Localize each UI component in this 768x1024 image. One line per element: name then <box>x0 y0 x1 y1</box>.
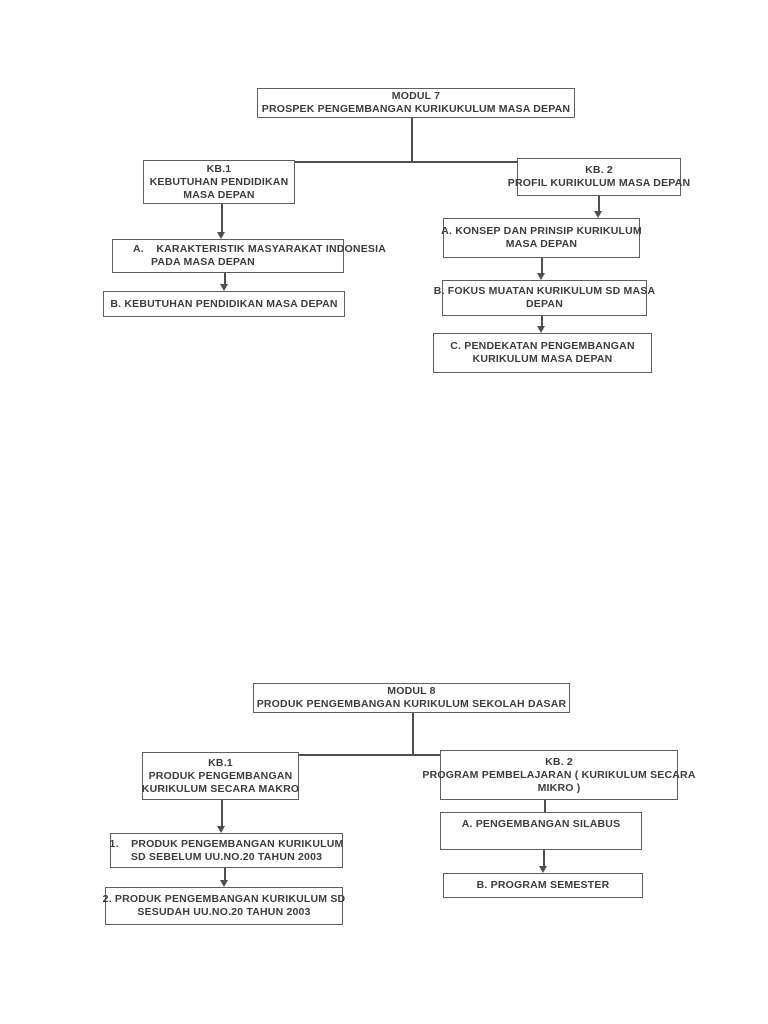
modul8-a-to-b-vline <box>543 850 545 866</box>
modul7-item-b-right-line1: B. FOKUS MUATAN KURIKULUM SD MASA <box>433 285 656 297</box>
modul7-title-connector-vline <box>411 118 413 162</box>
modul7-kb2-box: KB. 2 PROFIL KURIKULUM MASA DEPAN <box>508 158 690 196</box>
modul7-kb1-to-a-vline <box>221 204 223 232</box>
modul7-item-c-right-line2: KURIKULUM MASA DEPAN <box>472 353 613 365</box>
modul7-title-line2: PROSPEK PENGEMBANGAN KURIKUKULUM MASA DE… <box>261 103 571 115</box>
modul7-kb2-line2: PROFIL KURIKULUM MASA DEPAN <box>507 177 691 189</box>
modul7-item-b-right-line2: DEPAN <box>526 298 563 310</box>
modul7-title-line1: MODUL 7 <box>391 90 441 102</box>
modul8-kb2-line3: MIKRO ) <box>537 781 581 794</box>
modul8-title-connector-vline <box>412 713 414 755</box>
modul8-kb1-line3: KURIKULUM SECARA MAKRO <box>141 782 300 795</box>
modul7-kb2-to-a-arrowhead <box>594 211 602 218</box>
modul7-item-a-right-line1: A. KONSEP DAN PRINSIP KURIKULUM <box>441 225 642 237</box>
modul7-kb1-to-a-arrowhead <box>217 232 225 239</box>
modul7-item-a-right-box: A. KONSEP DAN PRINSIP KURIKULUM MASA DEP… <box>441 218 642 258</box>
modul8-kb1-line1: KB.1 <box>208 756 233 769</box>
modul8-item1-to-item2-arrowhead <box>220 880 228 887</box>
modul8-kb2-to-a-vline <box>544 800 546 812</box>
modul8-item1-box: 1. PRODUK PENGEMBANGAN KURIKULUM SD SEBE… <box>110 833 343 868</box>
modul7-item-c-right-box: C. PENDEKATAN PENGEMBANGAN KURIKULUM MAS… <box>433 333 652 373</box>
modul8-kb2-line1: KB. 2 <box>545 755 573 768</box>
modul7-a-to-b-right-vline <box>541 258 543 273</box>
modul8-item2-box: 2. PRODUK PENGEMBANGAN KURIKULUM SD SESU… <box>102 887 346 925</box>
modul8-kb2-line2: PROGRAM PEMBELAJARAN ( KURIKULUM SECARA <box>422 768 696 781</box>
modul7-kb1-line1: KB.1 <box>206 162 232 175</box>
modul7-kb-connector-hline <box>295 161 517 163</box>
modul7-a-to-b-left-vline <box>224 273 226 285</box>
modul7-item-a-left-line2: PADA MASA DEPAN <box>151 256 255 268</box>
modul8-item2-line2: SESUDAH UU.NO.20 TAHUN 2003 <box>137 906 311 918</box>
modul7-item-a-right-line2: MASA DEPAN <box>505 238 578 250</box>
modul8-item2-line1: 2. PRODUK PENGEMBANGAN KURIKULUM SD <box>102 893 346 905</box>
modul8-kb1-box: KB.1 PRODUK PENGEMBANGAN KURIKULUM SECAR… <box>142 752 299 800</box>
modul7-item-a-left-line1: A. KARAKTERISTIK MASYARAKAT INDONESIA <box>133 243 387 255</box>
modul8-kb-connector-hline <box>299 754 440 756</box>
modul7-b-to-c-right-vline <box>541 316 543 326</box>
modul8-kb1-to-item1-arrowhead <box>217 826 225 833</box>
modul8-title-line1: MODUL 8 <box>387 685 436 697</box>
modul8-kb1-line2: PRODUK PENGEMBANGAN <box>148 769 293 782</box>
modul7-item-a-left-box: A. KARAKTERISTIK MASYARAKAT INDONESIA PA… <box>112 239 386 273</box>
modul7-item-b-left-line1: B. KEBUTUHAN PENDIDIKAN MASA DEPAN <box>110 297 338 310</box>
modul8-title-box: MODUL 8 PRODUK PENGEMBANGAN KURIKULUM SE… <box>253 683 570 713</box>
modul7-kb1-line3: MASA DEPAN <box>183 188 255 201</box>
modul8-kb2-box: KB. 2 PROGRAM PEMBELAJARAN ( KURIKULUM S… <box>422 750 695 800</box>
modul7-item-b-right-box: B. FOKUS MUATAN KURIKULUM SD MASA DEPAN <box>434 280 655 316</box>
modul8-item1-to-item2-vline <box>224 868 226 880</box>
modul7-kb2-line1: KB. 2 <box>585 164 613 176</box>
modul8-item-a-line1: A. PENGEMBANGAN SILABUS <box>461 818 621 830</box>
modul7-item-b-left-box: B. KEBUTUHAN PENDIDIKAN MASA DEPAN <box>103 291 345 317</box>
modul7-b-to-c-right-arrowhead <box>537 326 545 333</box>
modul8-item1-line2: SD SEBELUM UU.NO.20 TAHUN 2003 <box>130 850 323 863</box>
modul7-kb1-line2: KEBUTUHAN PENDIDIKAN <box>149 175 289 188</box>
modul8-item-b-box: B. PROGRAM SEMESTER <box>443 873 643 898</box>
modul8-item1-line1: 1. PRODUK PENGEMBANGAN KURIKULUM <box>109 837 344 850</box>
modul8-a-to-b-arrowhead <box>539 866 547 873</box>
modul7-kb2-to-a-vline <box>598 196 600 211</box>
modul7-kb1-box: KB.1 KEBUTUHAN PENDIDIKAN MASA DEPAN <box>143 160 295 204</box>
modul7-item-c-right-line1: C. PENDEKATAN PENGEMBANGAN <box>450 340 635 352</box>
modul8-title-line2: PRODUK PENGEMBANGAN KURIKULUM SEKOLAH DA… <box>256 698 567 710</box>
modul7-a-to-b-left-arrowhead <box>220 284 228 291</box>
modul8-item-b-line1: B. PROGRAM SEMESTER <box>476 879 610 891</box>
modul7-a-to-b-right-arrowhead <box>537 273 545 280</box>
modul7-title-box: MODUL 7 PROSPEK PENGEMBANGAN KURIKUKULUM… <box>257 88 575 118</box>
modul8-kb1-to-item1-vline <box>221 800 223 826</box>
modul8-item-a-box: A. PENGEMBANGAN SILABUS <box>440 812 642 850</box>
